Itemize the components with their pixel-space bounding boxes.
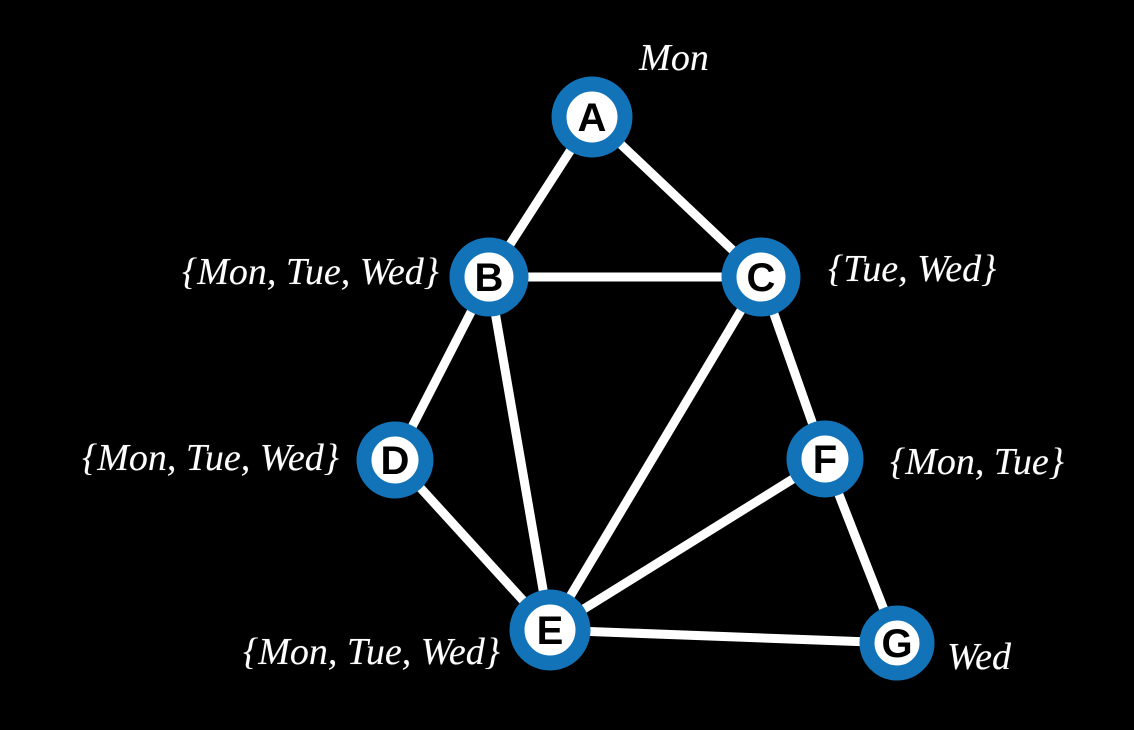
- node-letter-f: F: [813, 438, 837, 482]
- domain-label-d: {Mon, Tue, Wed}: [82, 437, 339, 479]
- node-circle-e: [509, 589, 591, 671]
- edge-c-e: [545, 272, 766, 635]
- node-letter-d: D: [381, 439, 410, 483]
- node-c[interactable]: C: [721, 237, 801, 317]
- node-g[interactable]: G: [859, 605, 935, 681]
- domain-label-a: Mon: [639, 37, 709, 79]
- edge-b-e: [484, 272, 555, 635]
- node-circle-a: [551, 76, 633, 158]
- node-circle-c: [721, 237, 801, 317]
- node-circle-b: [449, 237, 529, 317]
- node-letter-g: G: [881, 622, 912, 666]
- node-b[interactable]: B: [449, 237, 529, 317]
- edge-e-f: [545, 454, 830, 635]
- node-e[interactable]: E: [509, 589, 591, 671]
- node-letter-c: C: [747, 256, 776, 300]
- nodes-layer: A B C D E F G: [356, 76, 935, 681]
- domain-label-g: Wed: [947, 636, 1012, 678]
- node-letter-b: B: [475, 256, 504, 300]
- edges-layer: [390, 112, 902, 648]
- node-d[interactable]: D: [356, 421, 434, 499]
- node-circle-d: [356, 421, 434, 499]
- node-circle-g: [859, 605, 935, 681]
- node-letter-a: A: [578, 96, 607, 140]
- domain-label-c: {Tue, Wed}: [828, 248, 997, 290]
- node-a[interactable]: A: [551, 76, 633, 158]
- domain-label-f: {Mon, Tue}: [890, 441, 1064, 483]
- domain-label-b: {Mon, Tue, Wed}: [182, 251, 439, 293]
- node-f[interactable]: F: [786, 420, 864, 498]
- node-letter-e: E: [537, 609, 564, 653]
- edge-e-g: [545, 625, 902, 648]
- node-circle-f: [786, 420, 864, 498]
- domain-label-e: {Mon, Tue, Wed}: [243, 631, 500, 673]
